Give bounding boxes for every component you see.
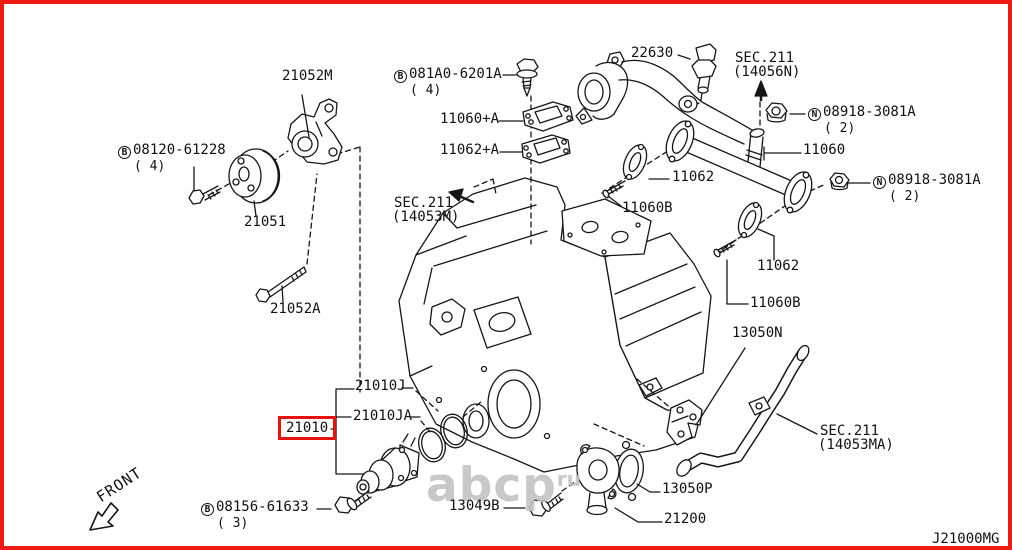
sec-ref-sec211-14053M: SEC.211(14053M) bbox=[392, 195, 460, 225]
gasket-11062-1 bbox=[622, 143, 648, 181]
part-label-21010[interactable]: 21010 bbox=[278, 416, 337, 440]
stud-11060B-2 bbox=[713, 239, 737, 258]
sec-ref-sec211-14056N: SEC.211(14056N) bbox=[733, 50, 801, 80]
part-label-21010J[interactable]: 21010J bbox=[355, 378, 406, 394]
part-label-11062-2[interactable]: 11062 bbox=[757, 258, 800, 274]
thermostat-housing-21200 bbox=[576, 444, 620, 516]
water-pump-21010 bbox=[356, 433, 420, 495]
sensor-boss bbox=[678, 95, 698, 113]
part-label-11060B-2[interactable]: 11060B bbox=[750, 295, 801, 311]
part-label-11062+A[interactable]: 11062+A bbox=[440, 142, 500, 158]
part-label-21052A[interactable]: 21052A bbox=[270, 301, 321, 317]
sec-arrow-14053M bbox=[448, 188, 475, 204]
circled-N-icon: N bbox=[808, 108, 821, 121]
part-label-21052M[interactable]: 21052M bbox=[282, 68, 333, 84]
sec-ref-sec211-14053MA: SEC.211(14053MA) bbox=[818, 423, 894, 453]
leader-lines bbox=[193, 54, 871, 523]
engine-block bbox=[398, 177, 712, 473]
o-ring-21010J bbox=[440, 413, 468, 449]
part-label-22630[interactable]: 22630 bbox=[631, 45, 674, 61]
circled-B-icon: B bbox=[118, 146, 131, 159]
water-pipe-11060 bbox=[665, 120, 813, 214]
bracket-21052M bbox=[287, 98, 343, 165]
sensor-22630 bbox=[691, 43, 717, 101]
diagram-code: J21000MG bbox=[932, 531, 1000, 547]
water-outlet bbox=[575, 51, 629, 125]
part-label-21010JA[interactable]: 21010JA bbox=[353, 408, 413, 424]
part-label-13050N[interactable]: 13050N bbox=[732, 325, 783, 341]
stud-11060B-1 bbox=[602, 180, 626, 199]
pipe-13050P bbox=[676, 344, 810, 477]
gasket-11062-2 bbox=[737, 201, 763, 239]
gasket-11060A bbox=[522, 101, 574, 132]
quantity: ( 2) bbox=[889, 189, 921, 204]
bolt-13049B bbox=[528, 492, 564, 517]
sec-arrow-14056N bbox=[754, 80, 768, 102]
part-label-13049B[interactable]: 13049B bbox=[449, 498, 500, 514]
part-label-21200[interactable]: 21200 bbox=[664, 511, 707, 527]
bolt-081A0-6201A bbox=[516, 58, 539, 97]
front-arrow-icon bbox=[89, 502, 119, 531]
diagram-line-art bbox=[89, 43, 871, 531]
gasket-11062A bbox=[521, 134, 571, 164]
gasket-13050P-ring bbox=[614, 440, 644, 502]
part-label-11060B-1[interactable]: 11060B bbox=[622, 200, 673, 216]
part-label-11062-1[interactable]: 11062 bbox=[672, 169, 715, 185]
bolt-21052A bbox=[255, 266, 307, 303]
nut-08918-1 bbox=[765, 102, 788, 123]
quantity: ( 2) bbox=[824, 121, 856, 136]
circled-N-icon: N bbox=[873, 176, 886, 189]
bolt-08156-61633 bbox=[334, 490, 372, 514]
circled-B-icon: B bbox=[394, 70, 407, 83]
pulley-21051 bbox=[228, 148, 281, 204]
quantity: ( 4) bbox=[410, 83, 442, 98]
bolt-08120-61228 bbox=[188, 185, 221, 205]
water-hose bbox=[618, 59, 753, 145]
bracket-13050N bbox=[666, 399, 703, 446]
part-label-11060[interactable]: 11060 bbox=[803, 142, 846, 158]
watermark: abcpru bbox=[426, 458, 581, 513]
part-label-21051[interactable]: 21051 bbox=[244, 214, 287, 230]
quantity: ( 4) bbox=[134, 159, 166, 174]
nut-08918-2 bbox=[829, 172, 850, 191]
circled-B-icon: B bbox=[201, 503, 214, 516]
quantity: ( 3) bbox=[217, 516, 249, 531]
part-label-11060+A[interactable]: 11060+A bbox=[440, 111, 500, 127]
part-label-13050P[interactable]: 13050P bbox=[662, 481, 713, 497]
